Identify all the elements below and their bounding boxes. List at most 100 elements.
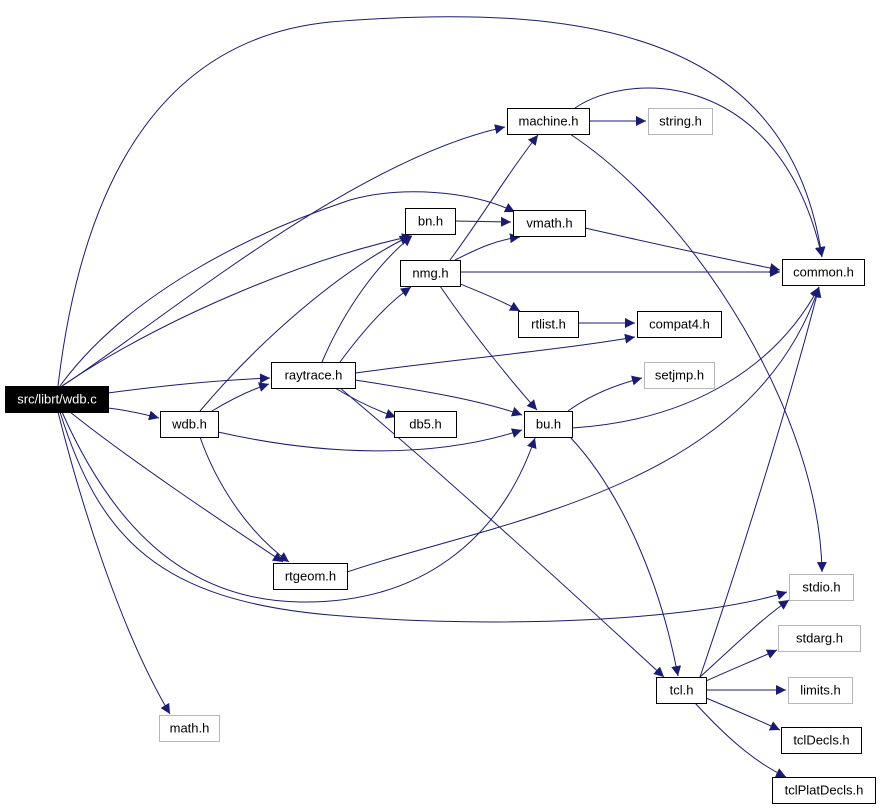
node-box xyxy=(400,260,461,287)
node-vmath-h[interactable]: vmath.h xyxy=(513,210,586,237)
edge-wdb-c-to-machine-h xyxy=(61,124,506,387)
edge-wdb-c-to-bu-h xyxy=(61,411,537,603)
node-label: compat4.h xyxy=(649,316,710,331)
node-tclDecls-h[interactable]: tclDecls.h xyxy=(781,727,862,754)
node-box xyxy=(781,727,862,754)
edge-raytrace-h-to-tcl-h xyxy=(339,387,665,678)
header-nodes: src/librt/wdb.c machine.h string.h bn.h vmat… xyxy=(5,108,876,804)
node-label: nmg.h xyxy=(412,265,448,280)
node-box xyxy=(788,677,853,704)
node-box xyxy=(778,625,861,652)
node-label: wdb.h xyxy=(171,416,207,431)
node-label: tclPlatDecls.h xyxy=(785,782,864,797)
node-bu-h[interactable]: bu.h xyxy=(524,411,573,438)
node-box xyxy=(5,386,109,413)
edge-raytrace-h-to-bu-h xyxy=(354,379,523,417)
edge-nmg-h-to-rtlist-h xyxy=(457,282,521,312)
edge-raytrace-h-to-compat4-h xyxy=(354,333,636,374)
edge-bu-h-to-common-h xyxy=(571,286,820,429)
node-label: limits.h xyxy=(800,682,840,697)
node-box xyxy=(394,411,457,438)
edge-rtgeom-h-to-common-h xyxy=(346,286,821,573)
node-machine-h[interactable]: machine.h xyxy=(507,108,590,135)
node-label: vmath.h xyxy=(526,215,572,230)
edge-tcl-h-to-tclPlatDecls-h xyxy=(694,702,787,778)
edge-nmg-h-to-bu-h xyxy=(439,285,538,411)
node-rtgeom-h[interactable]: rtgeom.h xyxy=(273,563,348,590)
node-compat4-h[interactable]: compat4.h xyxy=(637,311,722,338)
node-db5-h[interactable]: db5.h xyxy=(394,411,457,438)
edge-wdb-h-to-bu-h xyxy=(217,428,523,452)
node-label: stdarg.h xyxy=(796,630,843,645)
edge-tcl-h-to-stdio-h xyxy=(699,599,790,678)
node-box xyxy=(273,563,348,590)
edge-machine-h-to-stdio-h xyxy=(569,133,827,573)
node-box xyxy=(656,677,707,704)
node-label: rtgeom.h xyxy=(285,568,336,583)
edge-tcl-h-to-common-h xyxy=(699,286,822,678)
node-stdarg-h: stdarg.h xyxy=(778,625,861,652)
node-label: rtlist.h xyxy=(531,316,566,331)
edge-bu-h-to-setjmp-h xyxy=(567,375,643,412)
edge-tcl-h-to-tclDecls-h xyxy=(705,697,781,731)
edge-raytrace-h-to-bn-h xyxy=(321,235,413,363)
node-setjmp-h: setjmp.h xyxy=(644,362,715,389)
edge-wdb-c-to-bn-h xyxy=(61,233,413,387)
edge-raytrace-h-to-nmg-h xyxy=(339,286,412,363)
node-rtlist-h[interactable]: rtlist.h xyxy=(518,311,579,338)
node-box xyxy=(644,362,715,389)
node-label: common.h xyxy=(793,264,854,279)
node-string-h: string.h xyxy=(648,108,713,135)
node-label: string.h xyxy=(659,113,702,128)
edge-wdb-c-to-rtgeom-h xyxy=(69,411,284,563)
node-math-h: math.h xyxy=(159,715,220,742)
node-tcl-h[interactable]: tcl.h xyxy=(656,677,707,704)
edge-bn-h-to-vmath-h xyxy=(454,216,512,227)
node-label: bn.h xyxy=(418,213,443,228)
node-box xyxy=(518,311,579,338)
node-box xyxy=(524,411,573,438)
node-wdb-c[interactable]: src/librt/wdb.c xyxy=(5,386,109,413)
edge-nmg-h-to-vmath-h xyxy=(454,233,521,261)
node-label: tclDecls.h xyxy=(793,732,849,747)
node-wdb-h[interactable]: wdb.h xyxy=(160,411,219,438)
edge-wdb-c-to-raytrace-h xyxy=(107,373,271,394)
node-box xyxy=(160,411,219,438)
node-raytrace-h[interactable]: raytrace.h xyxy=(271,362,356,389)
node-box xyxy=(772,777,876,804)
edge-nmg-h-to-machine-h xyxy=(449,134,539,261)
edge-wdb-h-to-rtgeom-h xyxy=(199,436,290,563)
node-box xyxy=(637,311,722,338)
dependency-edges xyxy=(57,16,827,778)
edge-tcl-h-to-stdarg-h xyxy=(705,649,778,682)
node-label: machine.h xyxy=(519,113,579,128)
node-stdio-h: stdio.h xyxy=(789,574,854,601)
node-tclPlatDecls-h[interactable]: tclPlatDecls.h xyxy=(772,777,876,804)
node-nmg-h[interactable]: nmg.h xyxy=(400,260,461,287)
node-box xyxy=(507,108,590,135)
node-common-h[interactable]: common.h xyxy=(782,259,865,286)
edge-machine-h-to-common-h xyxy=(574,87,825,258)
edge-wdb-c-to-stdio-h xyxy=(59,411,788,623)
node-label: bu.h xyxy=(536,416,561,431)
node-box xyxy=(789,574,854,601)
edge-vmath-h-to-common-h xyxy=(584,227,781,273)
node-bn-h[interactable]: bn.h xyxy=(405,208,456,235)
edge-wdb-c-to-wdb-h xyxy=(107,407,160,421)
node-label: tcl.h xyxy=(670,682,694,697)
edge-wdb-c-to-common-h xyxy=(57,16,826,387)
node-box xyxy=(513,210,586,237)
edge-wdb-c-to-math-h xyxy=(57,411,171,715)
edge-bu-h-to-tcl-h xyxy=(569,436,682,677)
edge-wdb-c-to-vmath-h xyxy=(59,191,516,387)
node-label: src/librt/wdb.c xyxy=(17,391,97,406)
edge-raytrace-h-to-db5-h xyxy=(334,387,397,419)
node-label: raytrace.h xyxy=(285,367,343,382)
node-box xyxy=(271,362,356,389)
node-label: setjmp.h xyxy=(655,367,704,382)
edge-wdb-h-to-raytrace-h xyxy=(211,382,270,412)
node-box xyxy=(405,208,456,235)
node-box xyxy=(159,715,220,742)
node-label: db5.h xyxy=(409,416,442,431)
